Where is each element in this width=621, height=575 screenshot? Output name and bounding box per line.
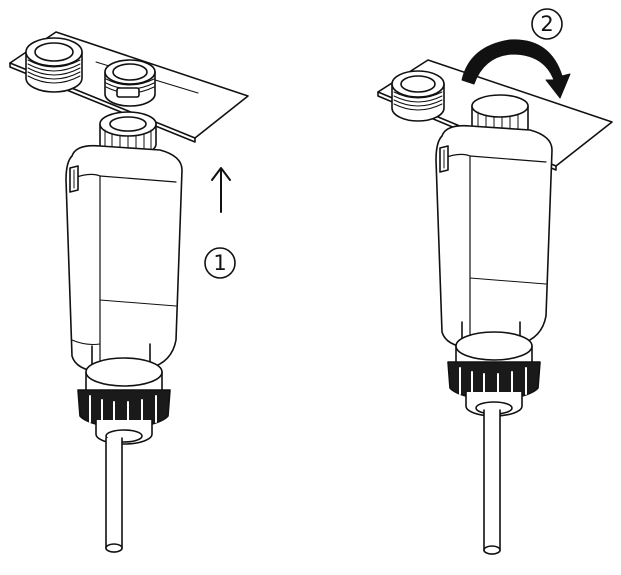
plate-socket-left [25,37,83,93]
step-1-illustration: 1 [9,31,249,553]
sensor-device [65,111,183,553]
plate-socket-right [391,70,445,122]
plate-threaded-port [104,59,156,107]
probe-cable-mounted [483,409,501,555]
step-2-badge: 2 [531,8,563,40]
probe-cable [105,437,123,553]
cable-gland-mounted [447,331,541,417]
step-2-number: 2 [540,12,553,36]
sensor-device-mounted [435,94,553,555]
up-arrow-icon [211,167,231,213]
step-2-illustration: 2 [377,8,613,555]
step-1-number: 1 [213,251,226,275]
step-1-badge: 1 [204,247,236,279]
usb-port-icon [116,87,140,98]
device-housing [65,144,183,373]
rotate-clockwise-arrow-icon [461,39,571,99]
cable-gland [77,357,171,445]
